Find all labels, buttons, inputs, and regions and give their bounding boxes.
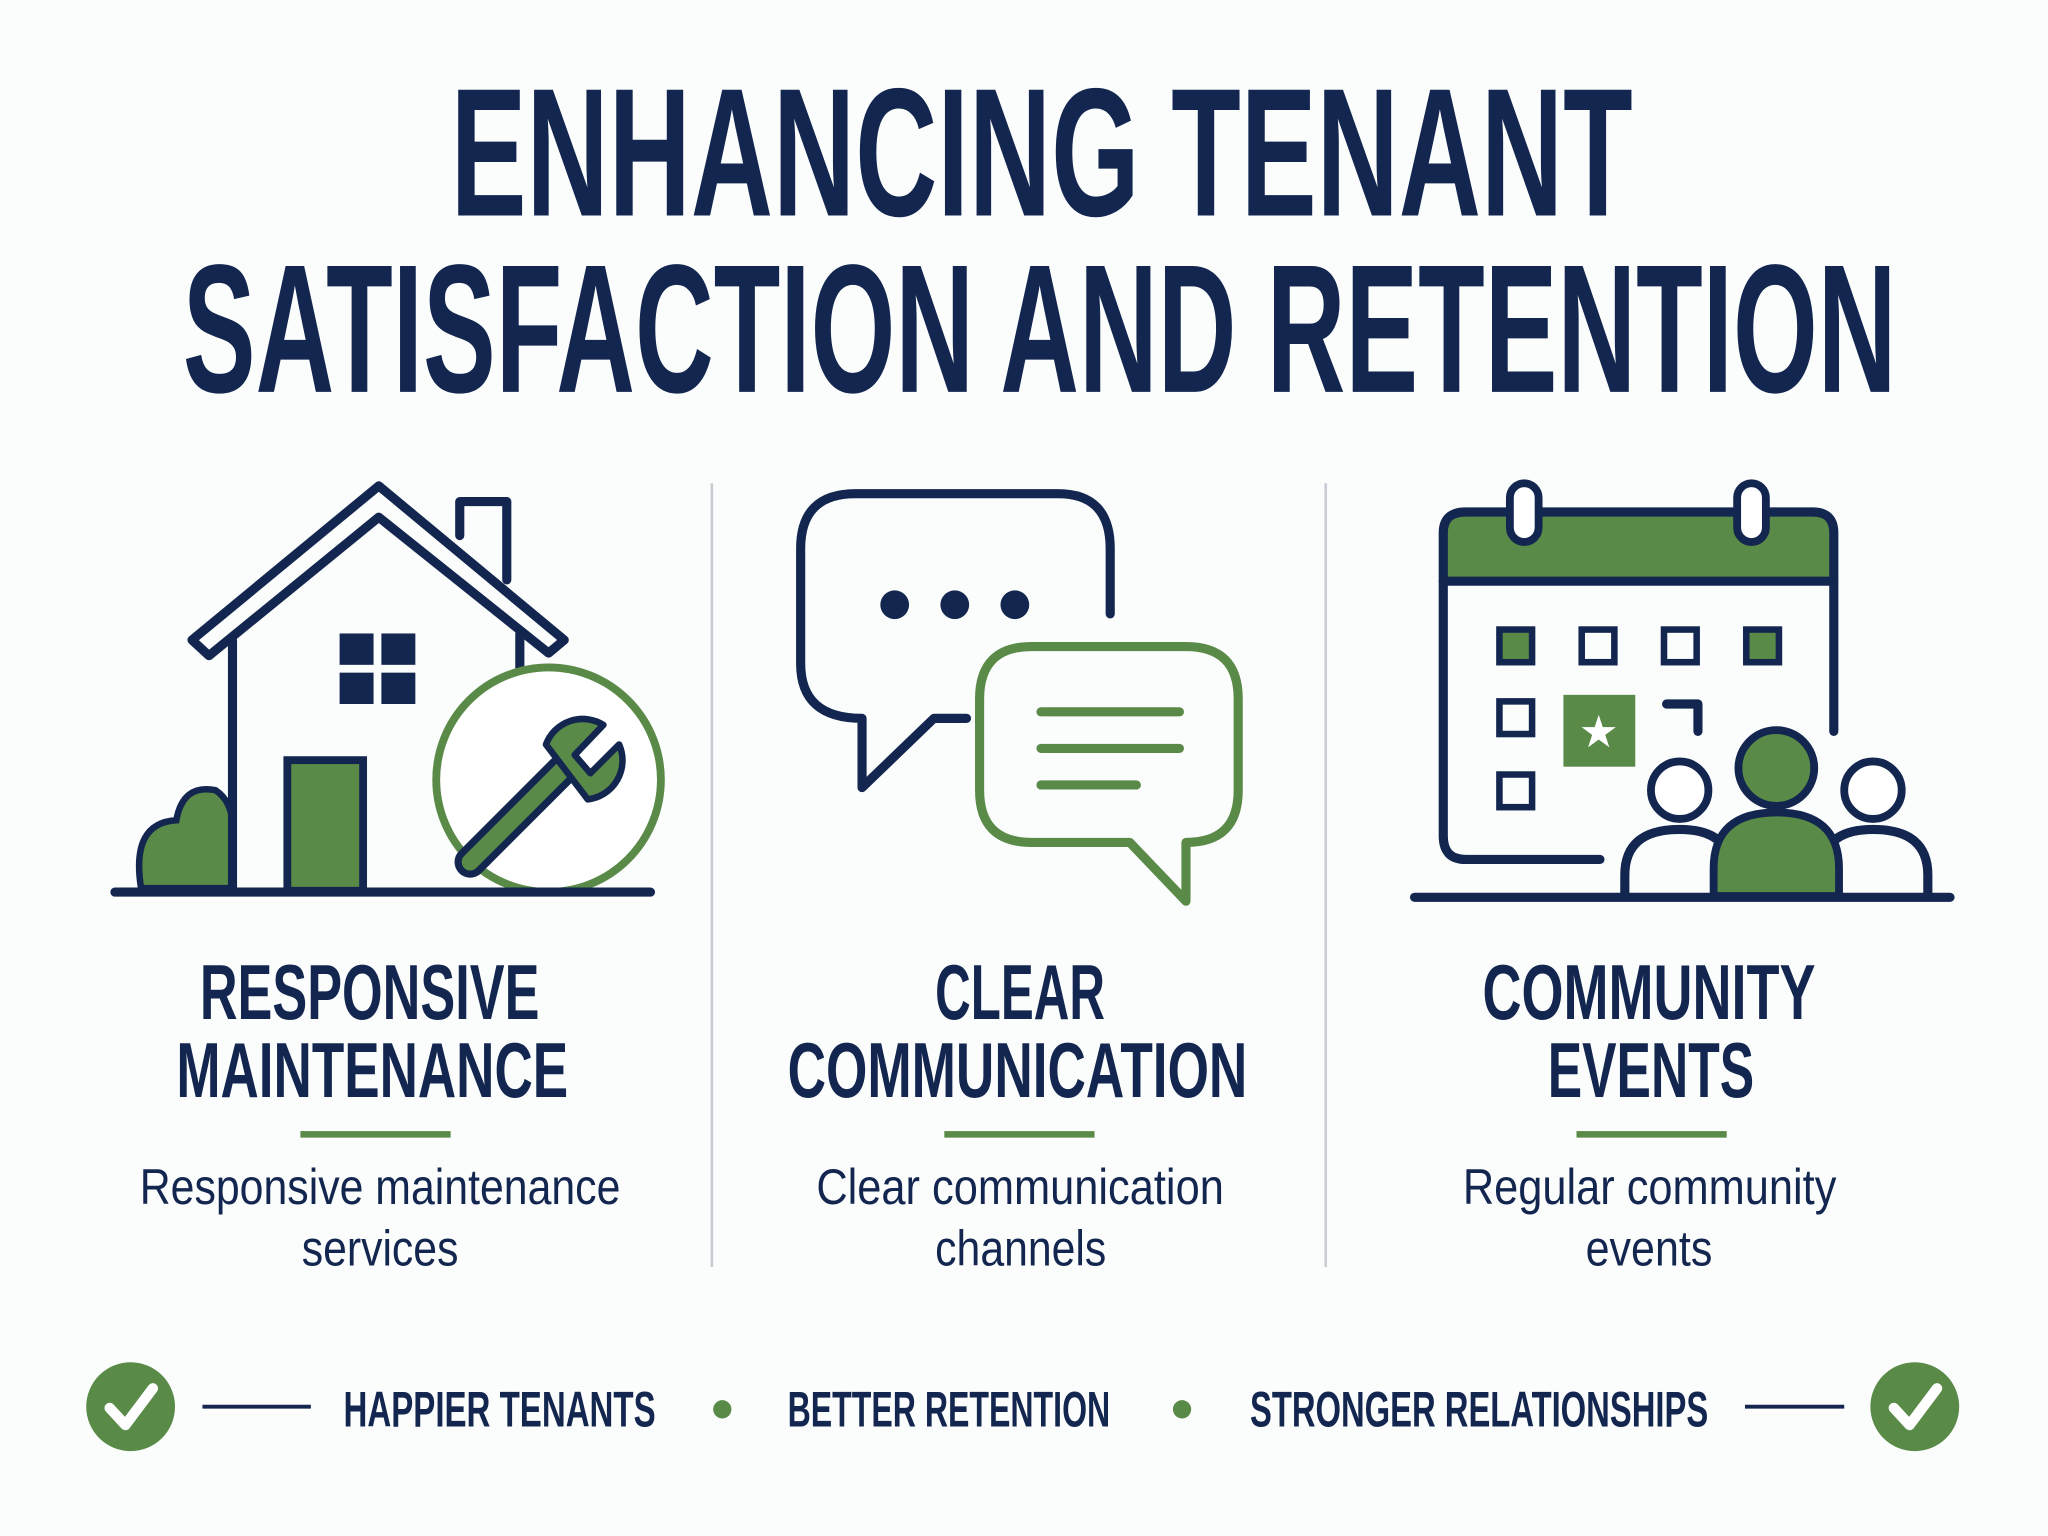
title-line-1: ENHANCING TENANT (451, 50, 1633, 255)
underline-3 (1576, 1131, 1727, 1138)
chat-bubbles-icon (796, 489, 1243, 906)
footer-item-stronger-relationships: STRONGER RELATIONSHIPS (1250, 1381, 1708, 1437)
desc-events-2: events (1586, 1221, 1713, 1277)
heading-maintenance-1: RESPONSIVE (200, 948, 540, 1036)
check-circle-icon (86, 1362, 176, 1452)
footer-item-better-retention: BETTER RETENTION (788, 1381, 1111, 1437)
title-line-2: SATISFACTION AND RETENTION (183, 226, 1897, 431)
footer-item-happier-tenants: HAPPIER TENANTS (344, 1381, 656, 1437)
desc-events-1: Regular community (1463, 1159, 1837, 1215)
desc-communication-1: Clear communication (816, 1159, 1224, 1215)
heading-events-2: EVENTS (1548, 1026, 1754, 1114)
underline-1 (300, 1131, 451, 1138)
heading-communication-1: CLEAR (935, 948, 1105, 1036)
check-circle-icon (1870, 1362, 1960, 1452)
desc-maintenance-2: services (302, 1221, 459, 1277)
star-icon: ★ (1579, 707, 1619, 757)
desc-communication-2: channels (935, 1221, 1106, 1277)
calendar-people-icon: ★ (1409, 479, 1955, 902)
heading-events-1: COMMUNITY (1482, 948, 1815, 1036)
footer-dot-2 (1172, 1400, 1192, 1419)
heading-maintenance-2: MAINTENANCE (176, 1026, 568, 1114)
house-wrench-icon (110, 481, 665, 897)
underline-2 (944, 1131, 1095, 1138)
footer-dot-1 (713, 1400, 732, 1419)
desc-maintenance-1: Responsive maintenance (140, 1159, 621, 1215)
heading-communication-2: COMMUNICATION (788, 1026, 1248, 1114)
